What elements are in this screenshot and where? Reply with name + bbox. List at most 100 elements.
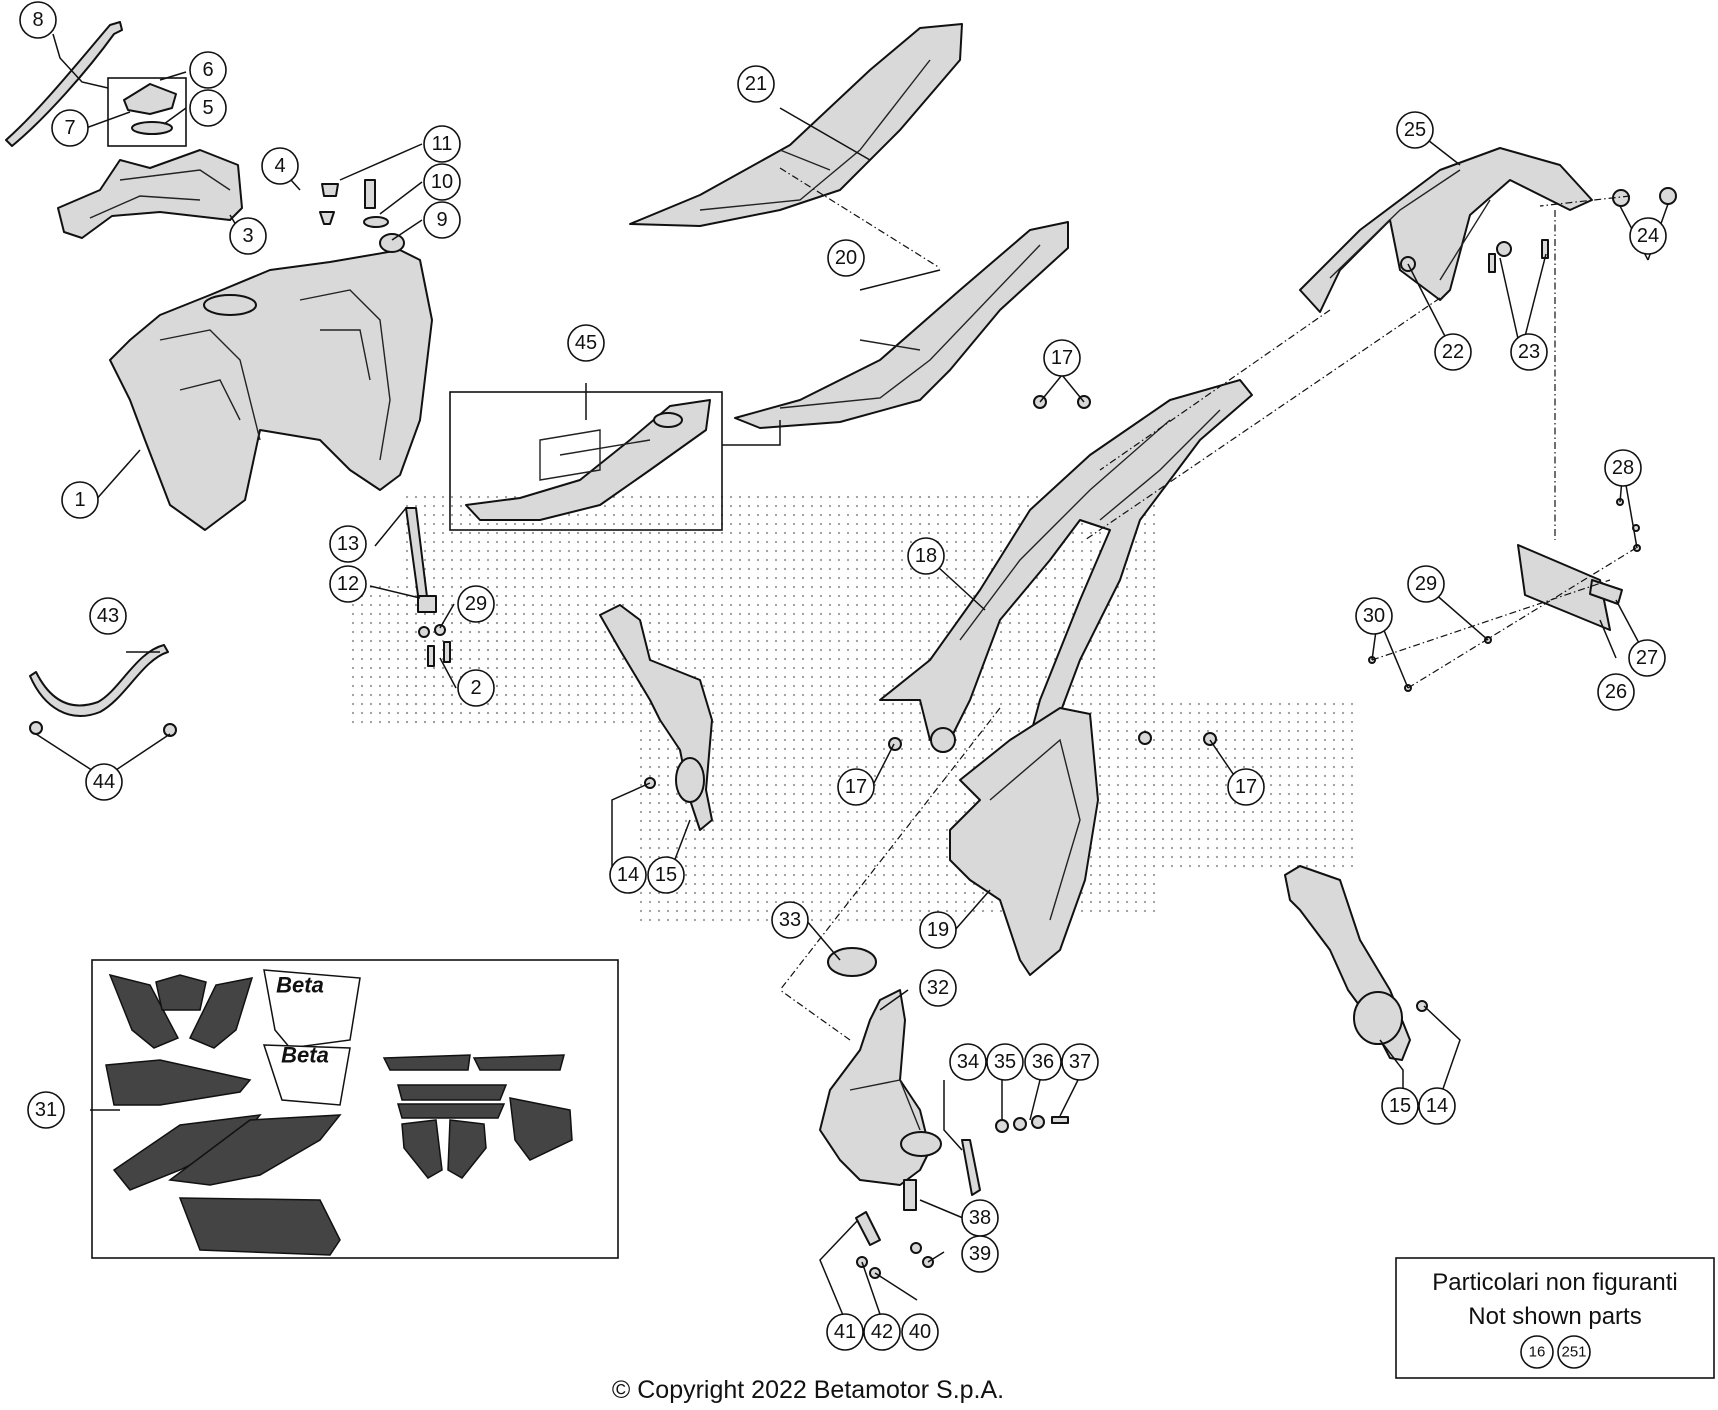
callout-11: 11 [423,125,461,163]
assembly-lines [779,167,1637,1041]
dotted-watermark [345,495,1360,925]
air-box-cover [949,707,1099,976]
svg-text:9: 9 [436,209,447,231]
frame-guard-left [599,604,713,831]
callout-21: 21 [737,65,775,103]
tank-vent-valve [319,211,335,225]
callout-17-left: 17 [837,768,875,806]
callout-34: 34 [949,1043,987,1081]
tank-mounting-bolt [321,179,405,253]
callout-42: 42 [863,1313,901,1351]
svg-text:20: 20 [835,247,857,269]
svg-text:15: 15 [1389,1095,1411,1117]
callout-6: 6 [189,51,227,89]
svg-text:24: 24 [1637,225,1659,247]
callout-3: 3 [229,217,267,255]
callout-41: 41 [826,1313,864,1351]
callout-9: 9 [423,201,461,239]
svg-text:1: 1 [74,489,85,511]
callout-1: 1 [61,481,99,519]
svg-text:10: 10 [431,171,453,193]
svg-text:15: 15 [655,864,677,886]
callout-14-right: 14 [1418,1087,1456,1125]
seat-20 [734,221,1069,429]
callout-45: 45 [567,324,605,362]
svg-text:12: 12 [337,573,359,595]
decal-kit: Beta Beta [91,959,619,1259]
decal-brand-text-2: Beta [281,1043,329,1068]
svg-text:41: 41 [834,1321,856,1343]
svg-text:3: 3 [242,225,253,247]
fuel-tank-cap-cover [57,149,243,239]
svg-text:30: 30 [1363,605,1385,627]
callout-28: 28 [1604,449,1642,487]
svg-text:37: 37 [1069,1051,1091,1073]
callout-29-left: 29 [457,585,495,623]
callout-5: 5 [189,89,227,127]
svg-text:42: 42 [871,1321,893,1343]
not-shown-part-16: 16 [1529,1344,1546,1361]
seat-21 [629,23,963,227]
svg-text:31: 31 [35,1099,57,1121]
svg-text:17: 17 [1051,347,1073,369]
callout-27: 27 [1628,639,1666,677]
callout-24: 24 [1629,217,1667,255]
svg-text:44: 44 [93,771,115,793]
tank-strap [405,507,451,667]
svg-text:38: 38 [969,1207,991,1229]
callout-43: 43 [89,597,127,635]
frame-guard-right [1284,865,1428,1061]
fuel-tank [109,249,433,531]
callout-25: 25 [1396,111,1434,149]
svg-text:32: 32 [927,977,949,999]
callout-26: 26 [1597,673,1635,711]
callouts: 8 6 5 7 3 4 11 10 9 1 13 12 29 2 43 44 2… [19,1,1667,1351]
callout-29-right: 29 [1407,565,1445,603]
callout-35: 35 [986,1043,1024,1081]
callout-14-left: 14 [609,856,647,894]
svg-text:14: 14 [617,864,639,886]
svg-text:39: 39 [969,1243,991,1265]
callout-17-right: 17 [1227,768,1265,806]
svg-text:17: 17 [845,776,867,798]
callout-30: 30 [1355,597,1393,635]
callout-13: 13 [329,525,367,563]
drain-hose [29,644,177,737]
callout-12: 12 [329,565,367,603]
copyright-text: © Copyright 2022 Betamotor S.p.A. [612,1376,1004,1404]
svg-text:40: 40 [909,1321,931,1343]
svg-text:23: 23 [1518,341,1540,363]
svg-text:45: 45 [575,332,597,354]
svg-text:29: 29 [465,593,487,615]
svg-text:14: 14 [1426,1095,1448,1117]
svg-text:11: 11 [432,133,453,155]
svg-text:34: 34 [957,1051,979,1073]
not-shown-part-251: 251 [1561,1344,1586,1361]
callout-15-left: 15 [647,856,685,894]
callout-4: 4 [261,147,299,185]
svg-text:28: 28 [1612,457,1634,479]
callout-31: 31 [27,1091,65,1129]
callout-15-right: 15 [1381,1087,1419,1125]
callout-23: 23 [1510,333,1548,371]
callout-40: 40 [901,1313,939,1351]
callout-18: 18 [907,537,945,575]
callout-2: 2 [457,669,495,707]
svg-text:43: 43 [97,605,119,627]
svg-text:29: 29 [1415,573,1437,595]
svg-text:33: 33 [779,909,801,931]
svg-text:19: 19 [927,919,949,941]
svg-text:18: 18 [915,545,937,567]
svg-text:35: 35 [994,1051,1016,1073]
callout-44: 44 [85,763,123,801]
callout-22: 22 [1434,333,1472,371]
not-shown-parts-box: Particolari non figuranti Not shown part… [1395,1257,1715,1379]
svg-text:25: 25 [1404,119,1426,141]
callout-10: 10 [423,163,461,201]
svg-text:4: 4 [274,155,285,177]
svg-text:27: 27 [1636,647,1658,669]
callout-38: 38 [961,1199,999,1237]
not-shown-title-en: Not shown parts [1468,1303,1641,1330]
decal-brand-text-1: Beta [276,973,324,998]
